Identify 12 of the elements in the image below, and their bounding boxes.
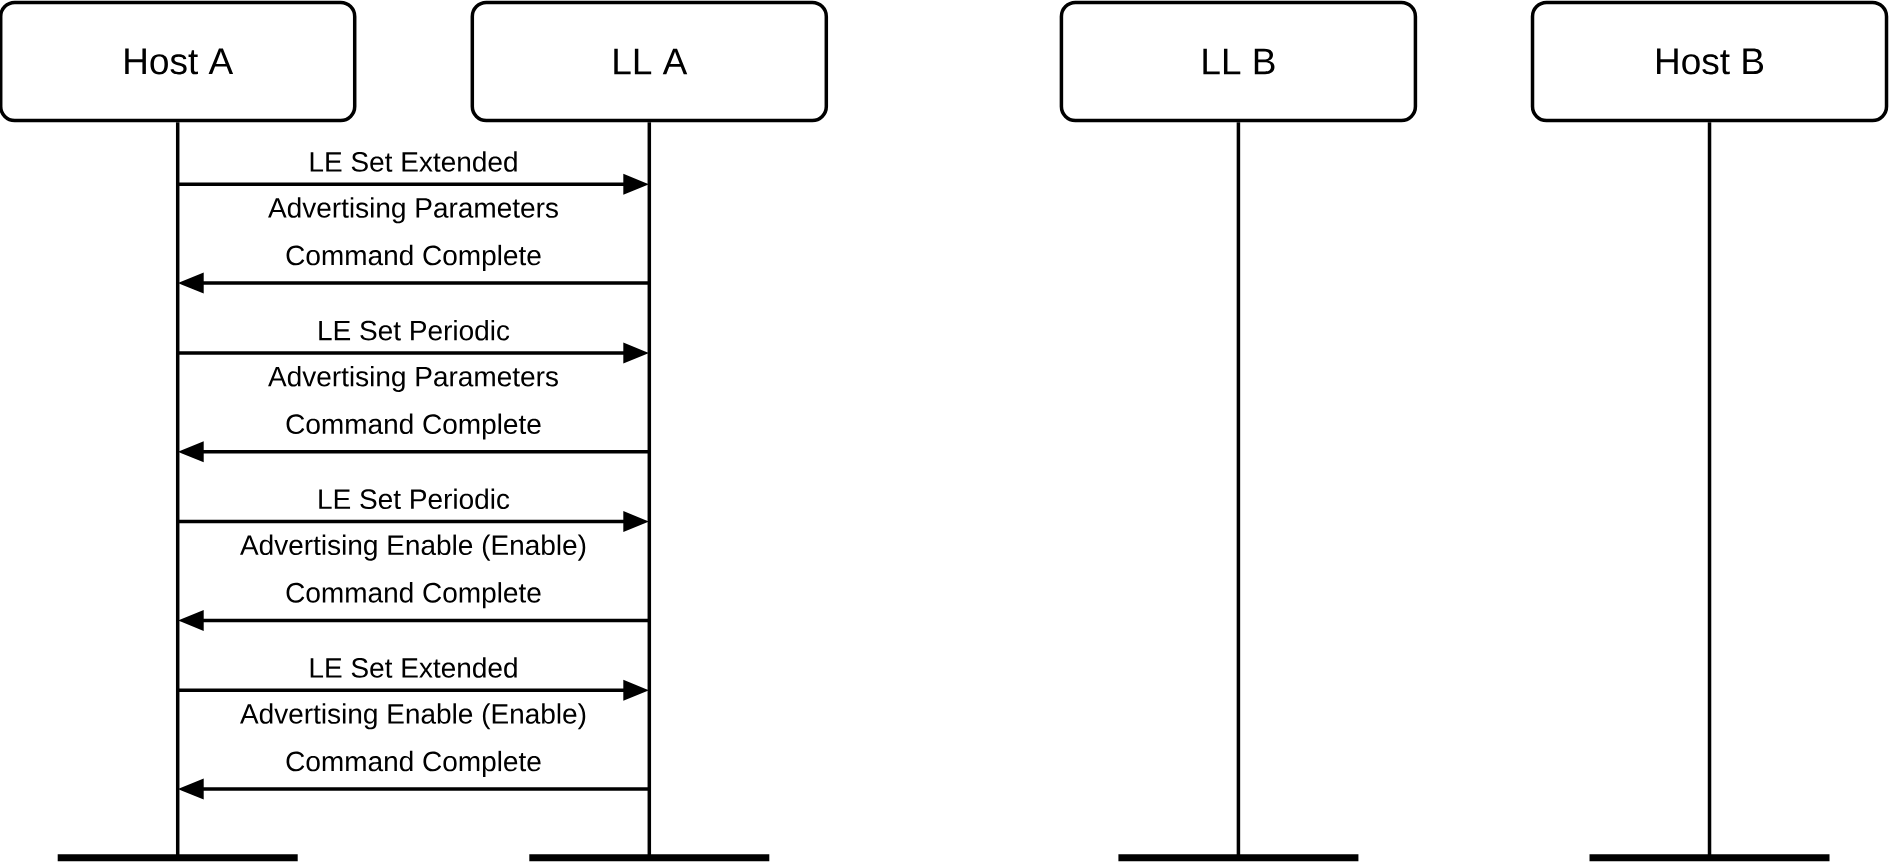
edge-label: Command Complete — [286, 244, 541, 271]
edge-label: LE Set Extended Advertising Enable (Enable) — [240, 657, 586, 730]
participant-box: Host B — [1530, 0, 1889, 123]
edge-label: LE Set Periodic Advertising Parameters — [268, 319, 558, 393]
edge-label: LE Set Periodic Advertising Enable (Enable) — [240, 488, 586, 561]
participant-box: LL A — [470, 0, 829, 123]
participant-box: Host A — [0, 0, 357, 123]
edge-label: Command Complete — [286, 582, 541, 609]
edge-label: Command Complete — [286, 413, 541, 440]
participant-box: LL B — [1059, 0, 1418, 123]
edge-label: LE Set Extended Advertising Parameters — [268, 151, 558, 224]
edge-label: Command Complete — [286, 750, 541, 777]
